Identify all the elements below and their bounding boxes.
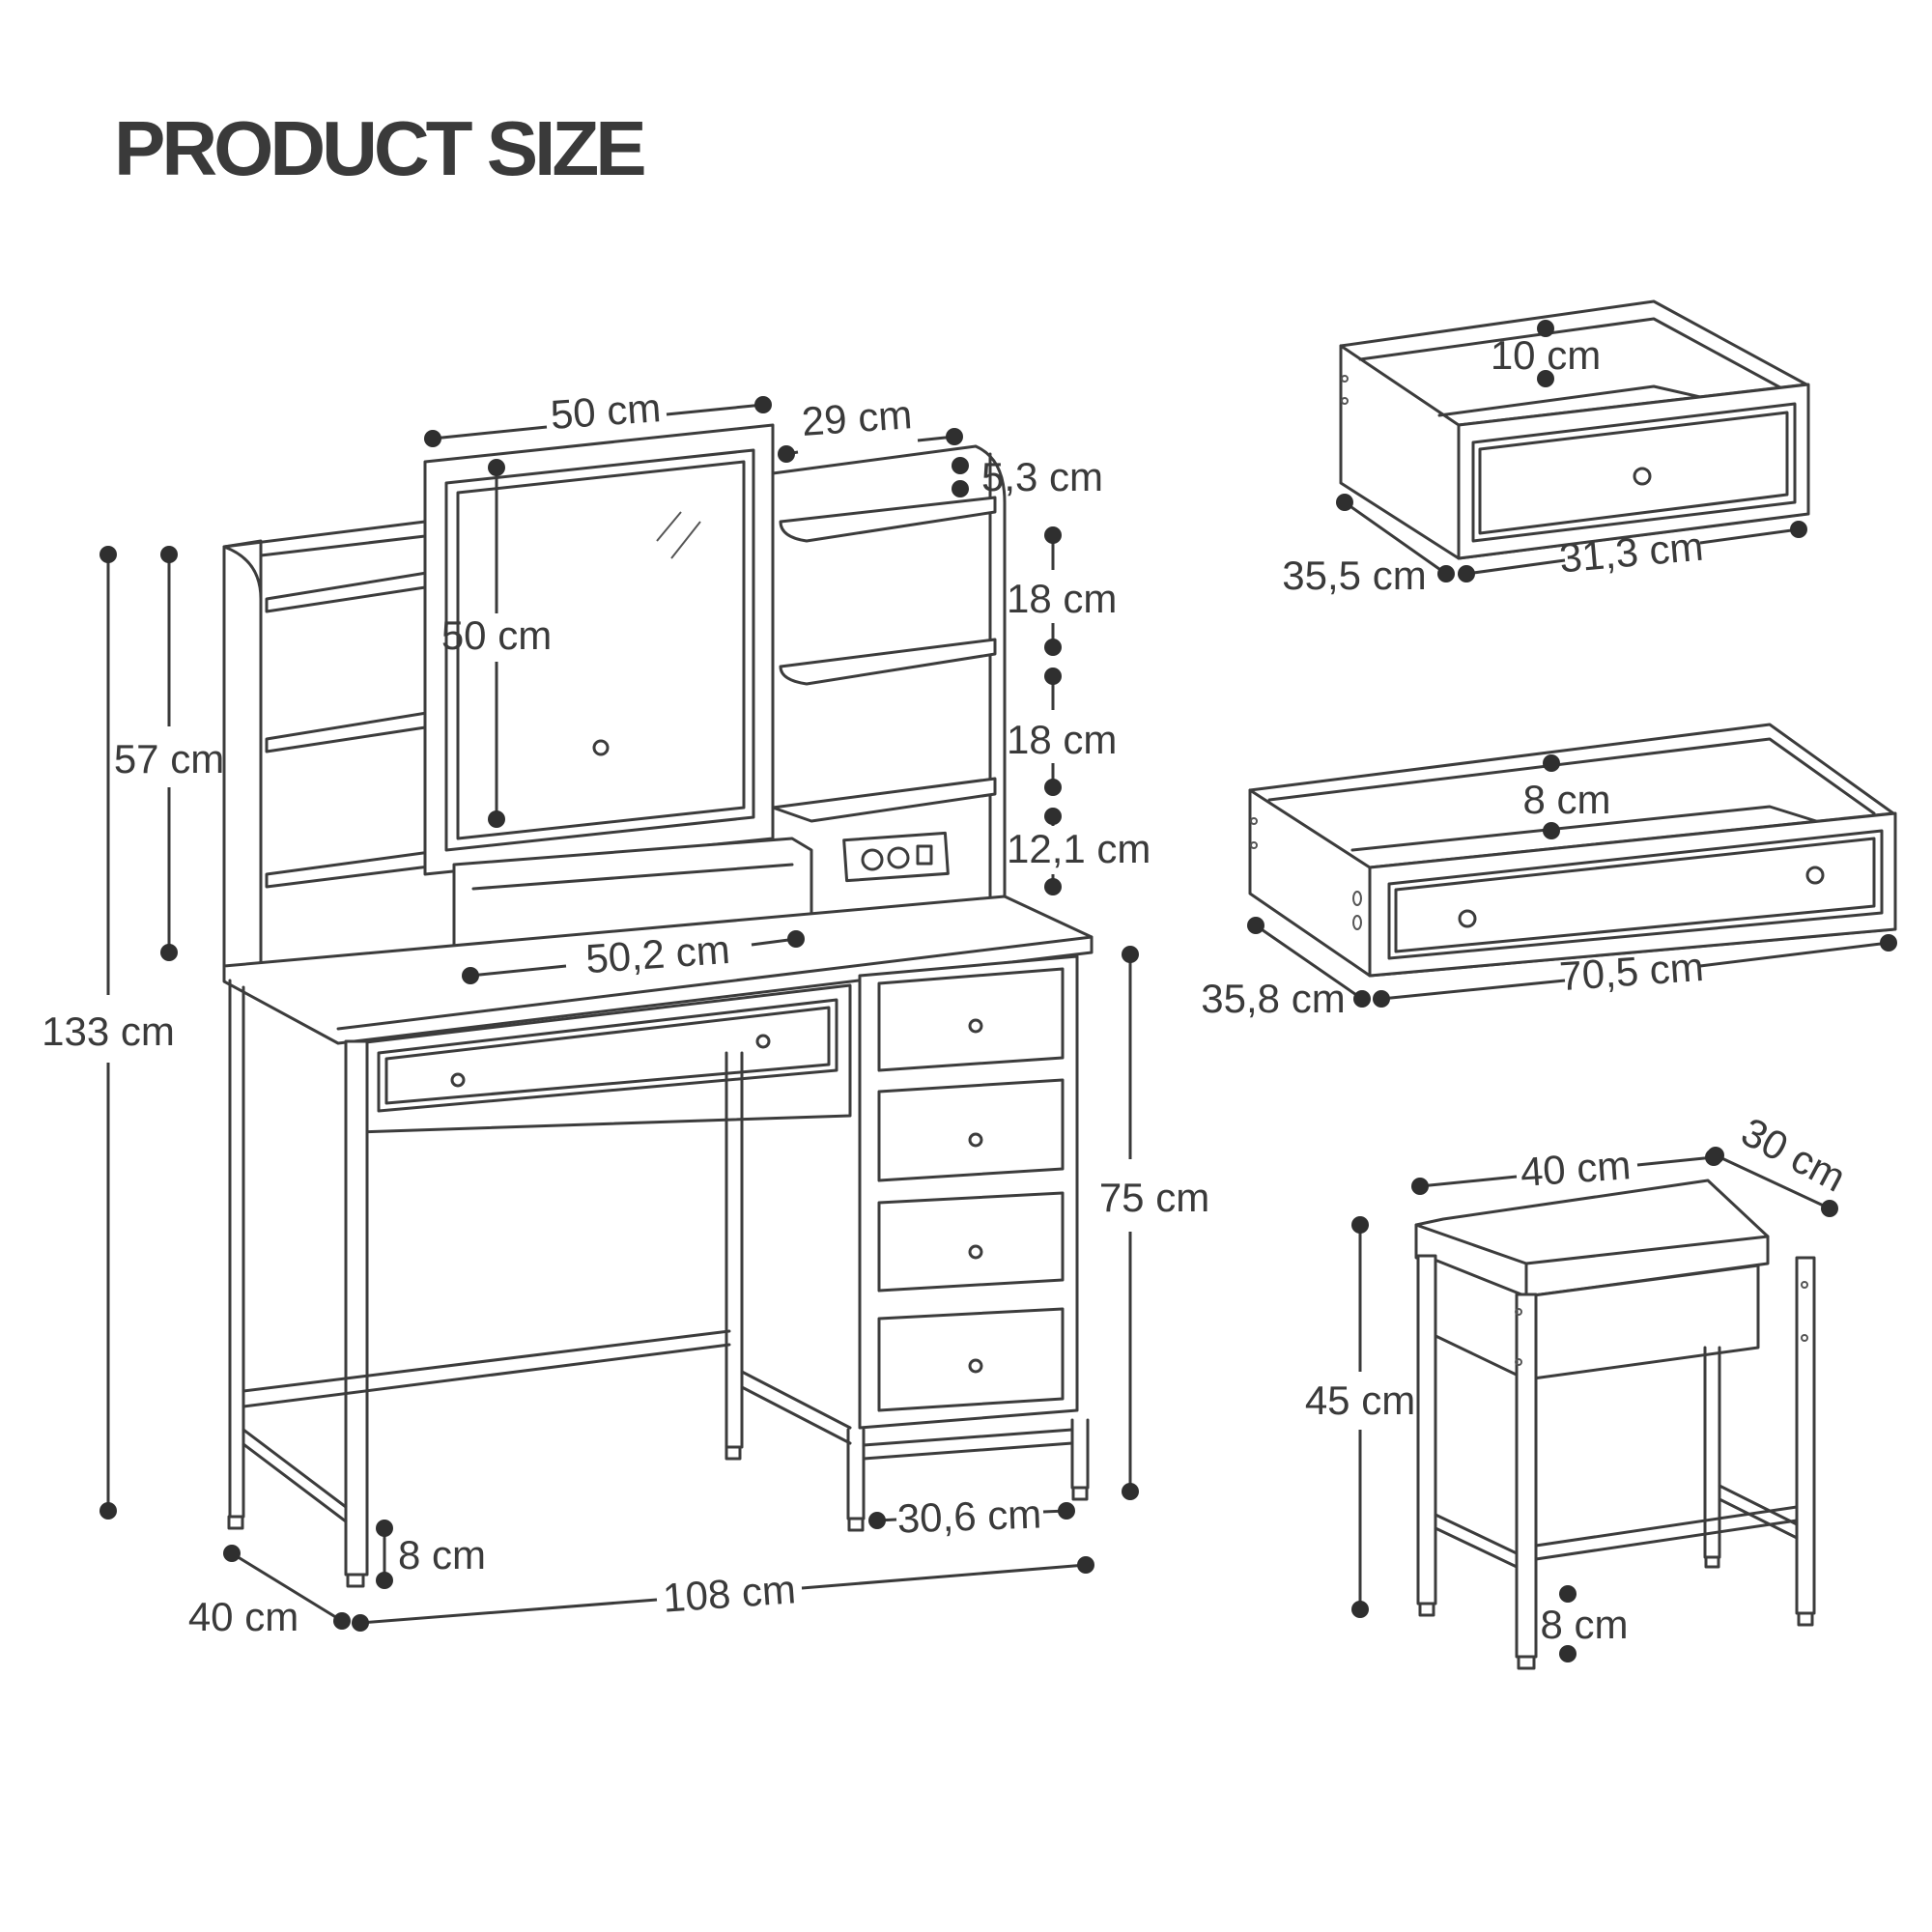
depth-label: 40 cm bbox=[188, 1594, 298, 1639]
stool-leg-clearance-label: 8 cm bbox=[1540, 1602, 1628, 1647]
vanity-table-drawing bbox=[222, 423, 1094, 1588]
total-height-label: 133 cm bbox=[42, 1009, 175, 1054]
large-drawer-drawing bbox=[1248, 723, 1897, 978]
stool-height-label: 45 cm bbox=[1305, 1378, 1415, 1423]
shelf-gap-3-label: 12,1 cm bbox=[1007, 826, 1151, 871]
small-drawer-depth-label: 35,5 cm bbox=[1282, 553, 1426, 598]
drawer-column-width-label: 30,6 cm bbox=[896, 1491, 1042, 1541]
stool-depth-label: 30 cm bbox=[1734, 1109, 1853, 1201]
large-drawer-depth-label: 35,8 cm bbox=[1201, 976, 1345, 1021]
desk-height-label: 75 cm bbox=[1099, 1175, 1209, 1220]
dimension-lines bbox=[99, 320, 1897, 1662]
mirror-width-label: 50 cm bbox=[549, 384, 662, 438]
stool-width-label: 40 cm bbox=[1519, 1142, 1632, 1195]
small-drawer-drawing bbox=[1339, 299, 1810, 560]
stool-drawing bbox=[1414, 1179, 1816, 1670]
large-drawer-width-label: 70,5 cm bbox=[1558, 944, 1705, 999]
vanity-leg-clearance-label: 8 cm bbox=[398, 1532, 486, 1577]
large-drawer-height-label: 8 cm bbox=[1522, 777, 1610, 822]
page-title: PRODUCT SIZE bbox=[114, 105, 647, 191]
shelf-gap-2-label: 18 cm bbox=[1007, 717, 1117, 762]
top-offset-label: 5,3 cm bbox=[981, 454, 1103, 499]
side-shelf-width-label: 29 cm bbox=[800, 391, 913, 444]
mirror-base-width-label: 50,2 cm bbox=[584, 926, 731, 981]
dimension-labels: 50 cm 29 cm 5,3 cm 18 cm 18 cm 12,1 cm 5… bbox=[42, 332, 1853, 1647]
shelf-gap-1-label: 18 cm bbox=[1007, 576, 1117, 621]
total-width-label: 108 cm bbox=[662, 1566, 798, 1620]
hutch-height-label: 57 cm bbox=[114, 736, 224, 781]
mirror-height-label: 50 cm bbox=[441, 612, 552, 658]
small-drawer-height-label: 10 cm bbox=[1491, 332, 1601, 378]
